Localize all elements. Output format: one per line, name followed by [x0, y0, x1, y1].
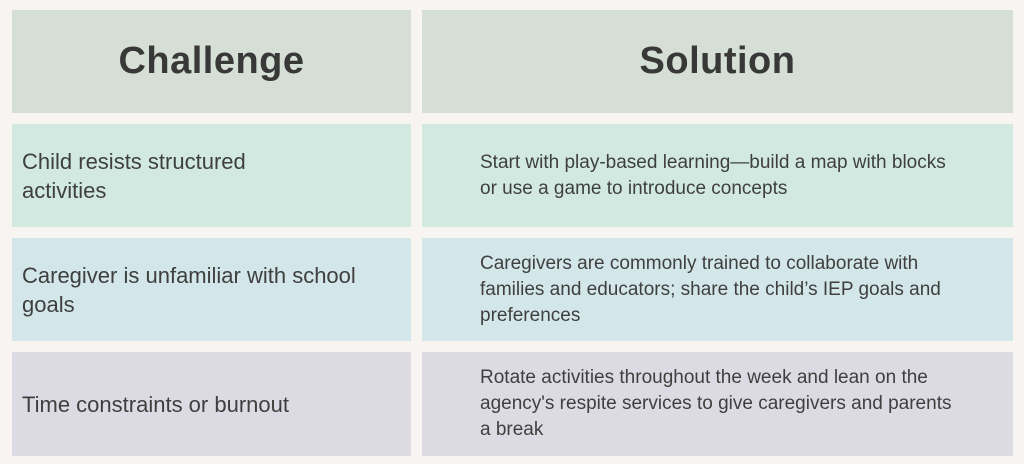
solution-header: Solution: [422, 10, 1013, 113]
solution-cell: Caregivers are commonly trained to colla…: [422, 238, 1013, 341]
challenge-text: Time constraints or burnout: [22, 391, 289, 417]
solution-text: Rotate activities throughout the week an…: [480, 367, 952, 440]
challenge-text: Caregiver is unfamiliar with school goal…: [22, 262, 356, 317]
challenge-header: Challenge: [12, 10, 411, 113]
solution-cell: Rotate activities throughout the week an…: [422, 352, 1013, 456]
challenge-cell: Time constraints or burnout: [12, 352, 411, 456]
challenge-cell: Child resists structured activities: [12, 124, 411, 227]
solution-text: Caregivers are commonly trained to colla…: [480, 252, 941, 326]
challenge-header-label: Challenge: [118, 40, 305, 82]
challenge-cell: Caregiver is unfamiliar with school goal…: [12, 238, 411, 341]
solution-text: Start with play-based learning—build a m…: [480, 151, 946, 199]
solution-header-label: Solution: [639, 40, 796, 82]
challenge-text: Child resists structured activities: [22, 148, 246, 203]
solution-cell: Start with play-based learning—build a m…: [422, 124, 1013, 227]
